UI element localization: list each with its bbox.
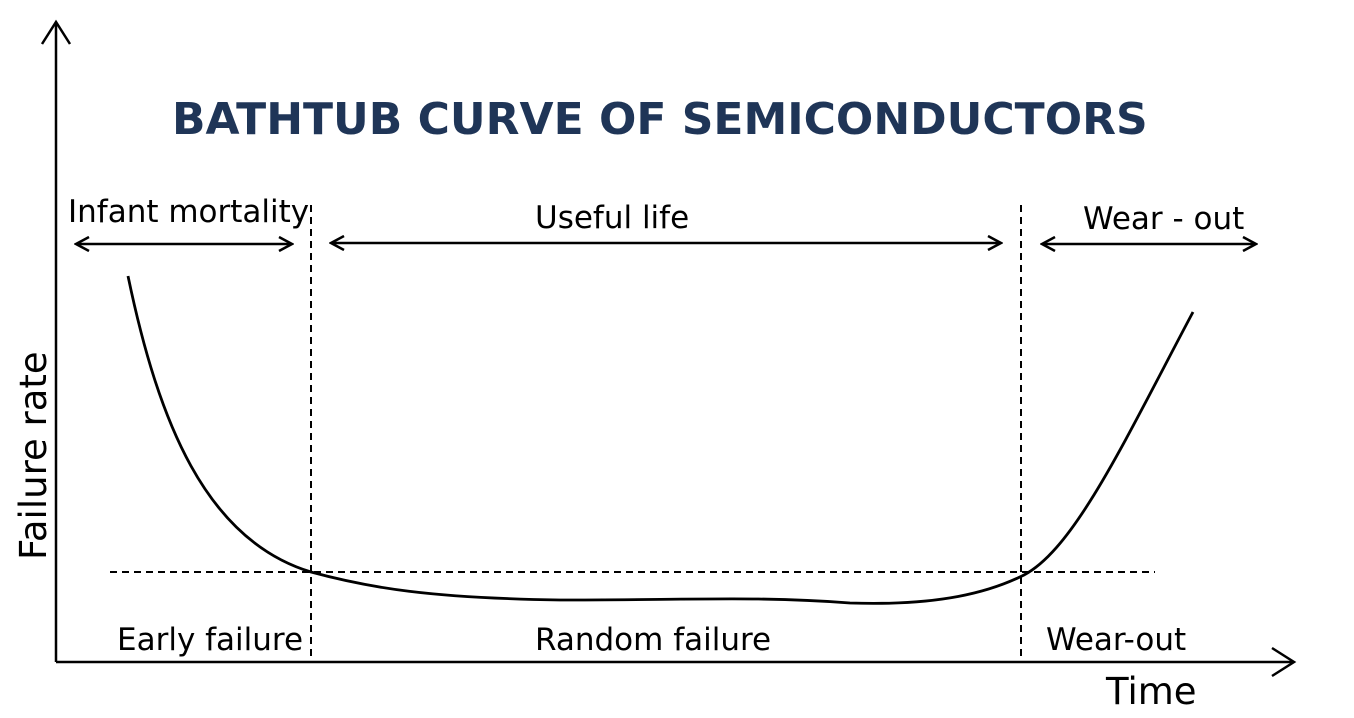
phase-label-useful-life: Useful life: [535, 200, 689, 236]
phase-label-wear-out: Wear - out: [1083, 201, 1244, 237]
diagram-title: BATHTUB CURVE OF SEMICONDUCTORS: [172, 94, 1148, 145]
y-axis-arrowhead: [40, 19, 72, 45]
bathtub-curve: [126, 275, 1195, 605]
phase-label-infant-mortality: Infant mortality: [68, 194, 309, 230]
y-axis-label: Failure rate: [12, 351, 55, 560]
region-label-wear-out: Wear-out: [1046, 622, 1186, 658]
x-axis-arrowhead: [1271, 646, 1297, 678]
x-axis-label: Time: [1105, 670, 1197, 713]
region-label-random-failure: Random failure: [535, 622, 771, 658]
region-label-early-failure: Early failure: [117, 622, 303, 658]
